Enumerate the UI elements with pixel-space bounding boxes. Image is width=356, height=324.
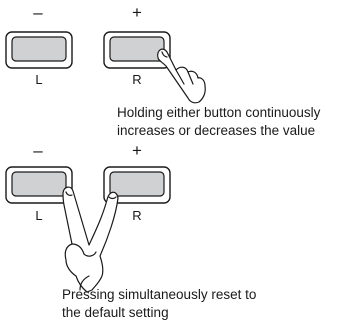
bottom-right-button bbox=[103, 166, 171, 204]
bottom-left-button bbox=[5, 166, 73, 204]
bottom-right-label: R bbox=[132, 208, 142, 223]
top-pointing-hand-icon bbox=[157, 48, 206, 104]
top-right-label: R bbox=[132, 72, 142, 87]
top-left-button bbox=[5, 31, 73, 69]
top-right-button bbox=[103, 31, 171, 69]
bottom-left-label: L bbox=[35, 208, 43, 223]
bottom-minus-symbol: – bbox=[33, 141, 43, 160]
top-caption-line1: Holding either button continuously bbox=[117, 105, 321, 120]
top-left-label: L bbox=[35, 72, 43, 87]
bottom-two-finger-hand-icon bbox=[62, 186, 119, 293]
bottom-caption-line1: Pressing simultaneously reset to bbox=[62, 287, 257, 302]
bottom-caption-line2: the default setting bbox=[62, 305, 169, 320]
top-caption-line2: increases or decreases the value bbox=[117, 123, 316, 138]
bottom-plus-symbol: + bbox=[132, 141, 142, 160]
top-minus-symbol: – bbox=[33, 3, 43, 22]
top-plus-symbol: + bbox=[132, 3, 142, 22]
